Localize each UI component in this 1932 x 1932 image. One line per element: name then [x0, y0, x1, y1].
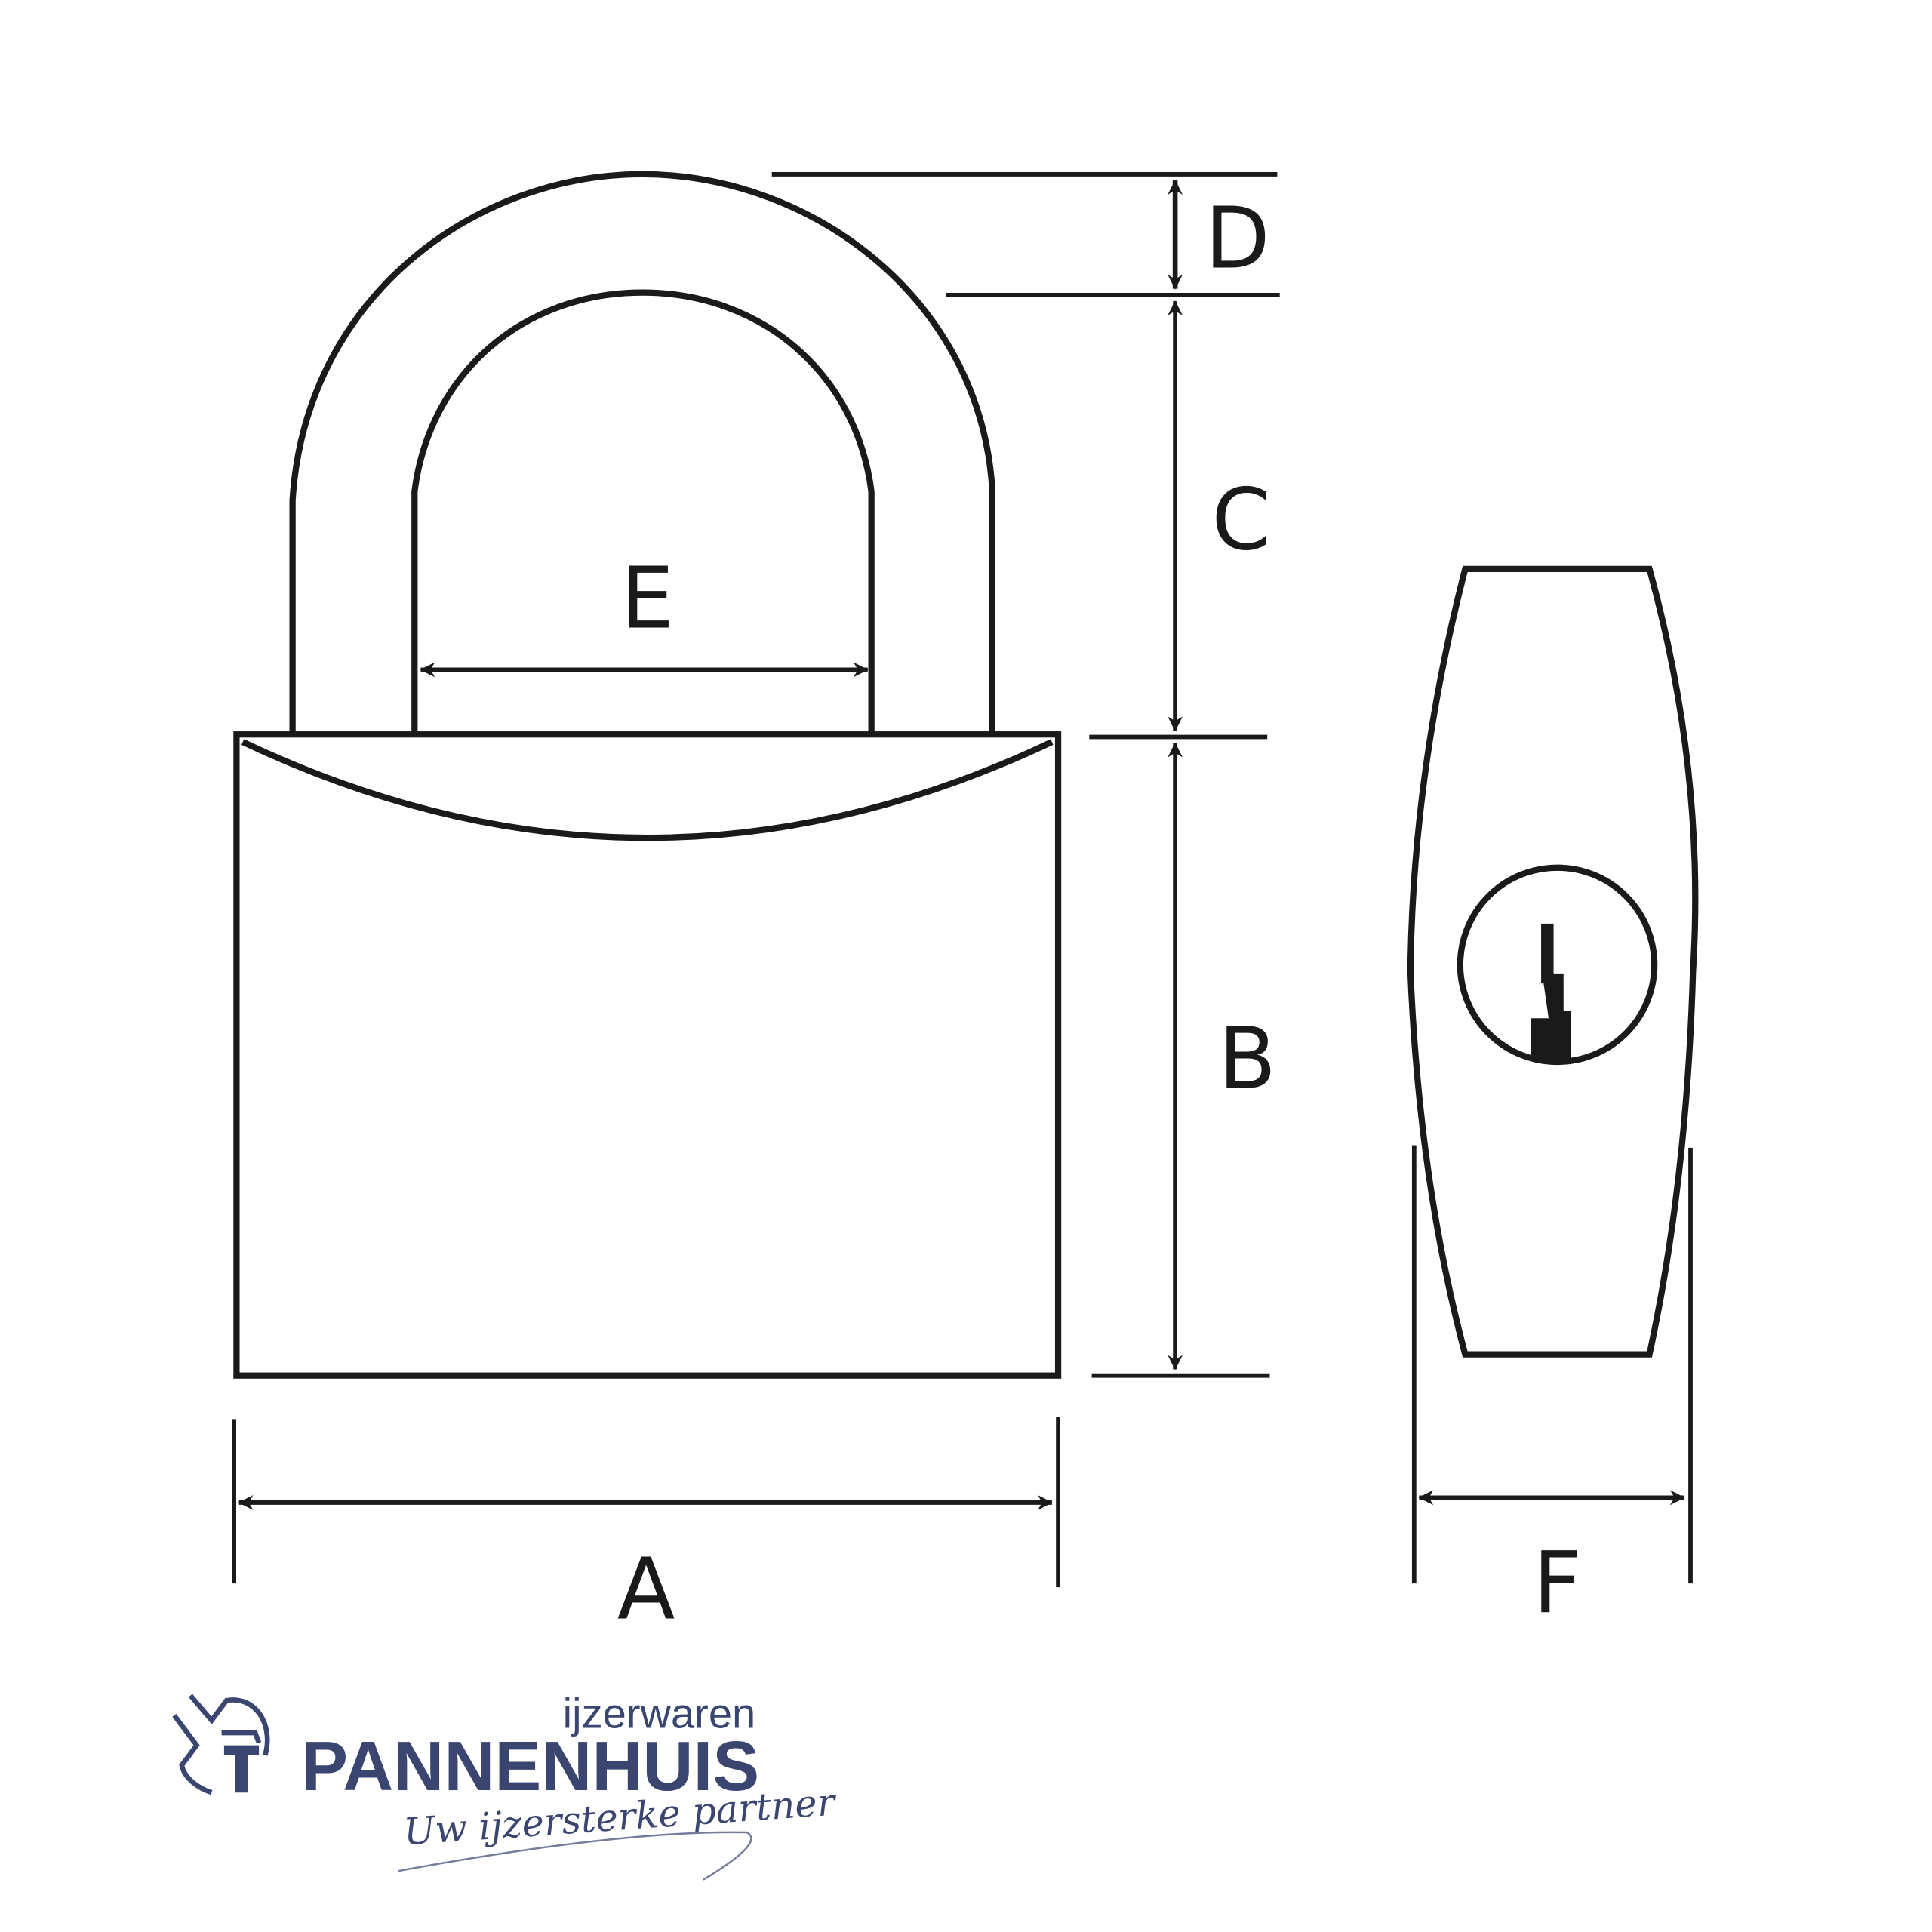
padlock-front-view	[233, 171, 1062, 1379]
label-B: B	[1218, 1011, 1276, 1109]
logo-t-glyph	[223, 1745, 260, 1793]
logo-emblem-icon	[172, 1694, 270, 1795]
pannenhuis-logo: ijzerwaren PANNENHUIS Uw ijzersterke par…	[172, 1689, 838, 1881]
label-F: F	[1533, 1534, 1582, 1632]
keyhole-ring	[1457, 864, 1658, 1066]
shackle-outer	[289, 171, 995, 735]
logo-swoosh	[398, 1831, 752, 1881]
label-A: A	[617, 1540, 675, 1638]
dimension-lines	[232, 172, 1693, 1588]
keyhole-icon	[1531, 923, 1571, 1061]
label-C: C	[1211, 471, 1270, 569]
logo-brand: PANNENHUIS	[301, 1727, 759, 1805]
label-D: D	[1204, 190, 1269, 288]
padlock-side-view	[1407, 565, 1699, 1358]
shackle-inner	[411, 289, 875, 735]
lock-body	[233, 731, 1062, 1379]
logo-top-word: ijzerwaren	[563, 1689, 756, 1737]
side-body	[1407, 565, 1699, 1358]
label-E: E	[620, 549, 674, 648]
body-curve	[241, 739, 1054, 841]
